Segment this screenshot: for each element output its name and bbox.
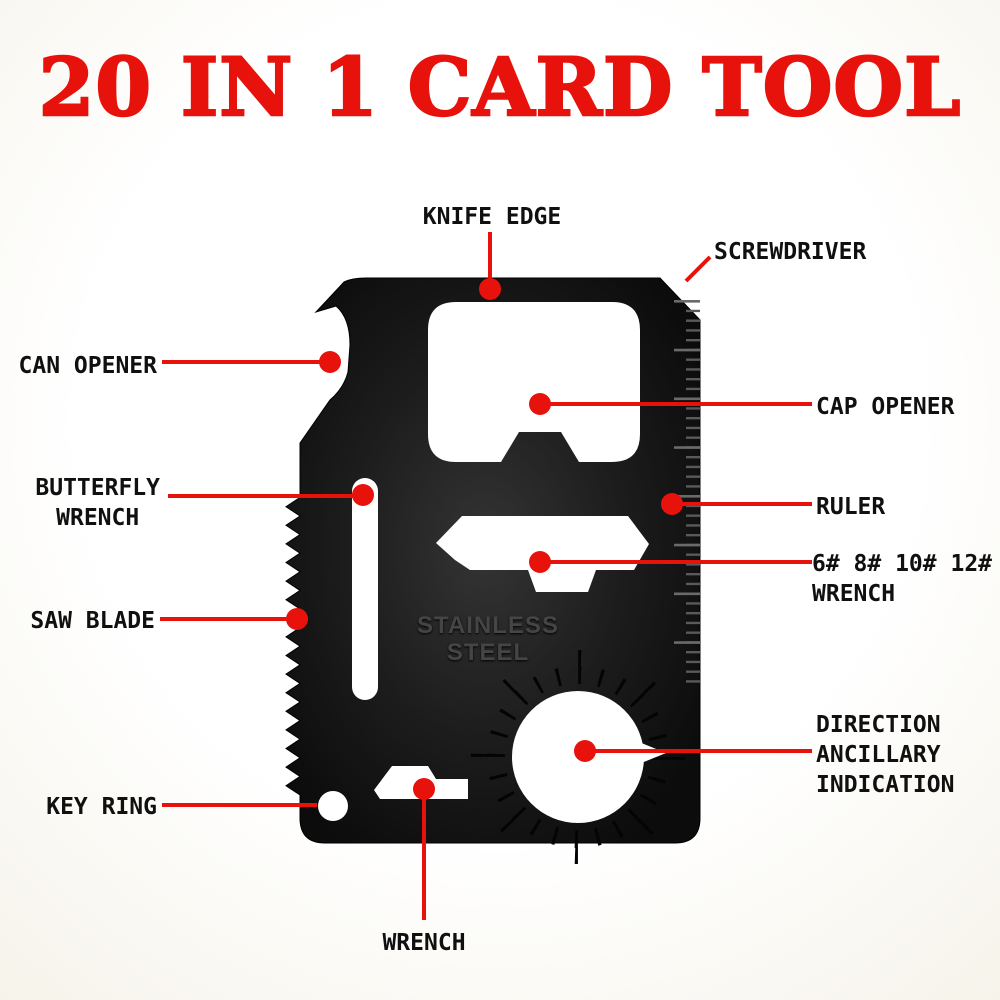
wrench-dot [413,778,435,800]
top-opening-cutout [428,302,640,462]
page-title: 20 IN 1 CARD TOOL [37,39,962,136]
label-key-ring: KEY RING [46,794,157,820]
label-cap-opener: CAP OPENER [816,394,955,420]
direction-dot [574,740,596,762]
compass-ticks-outer [471,650,685,864]
butterfly-wrench-slot [352,478,378,700]
compass-ticks-inner [487,666,669,848]
cap-opener-dot [529,393,551,415]
can-opener-dot [319,351,341,373]
hex-wrench-sizes-dot [529,551,551,573]
label-wrench: WRENCH [382,930,466,956]
label-butterfly-wrench: BUTTERFLY WRENCH [35,475,160,531]
label-saw-blade: SAW BLADE [30,608,155,634]
label-screwdriver: SCREWDRIVER [714,239,867,265]
knife-edge-dot [479,278,501,300]
label-hex-wrench-sizes: 6# 8# 10# 12# WRENCH [812,551,993,607]
card-engraving: STAINLESS STEEL [417,612,559,666]
ruler-dot [661,493,683,515]
label-direction-ancillary-indication: DIRECTION ANCILLARY INDICATION [816,712,955,798]
screwdriver-leader-line [684,255,712,283]
label-knife-edge: KNIFE EDGE [422,204,562,230]
saw-blade-dot [286,608,308,630]
key-ring-hole [318,791,348,821]
label-can-opener: CAN OPENER [18,353,157,379]
label-ruler: RULER [816,494,886,520]
butterfly-wrench-dot [352,484,374,506]
